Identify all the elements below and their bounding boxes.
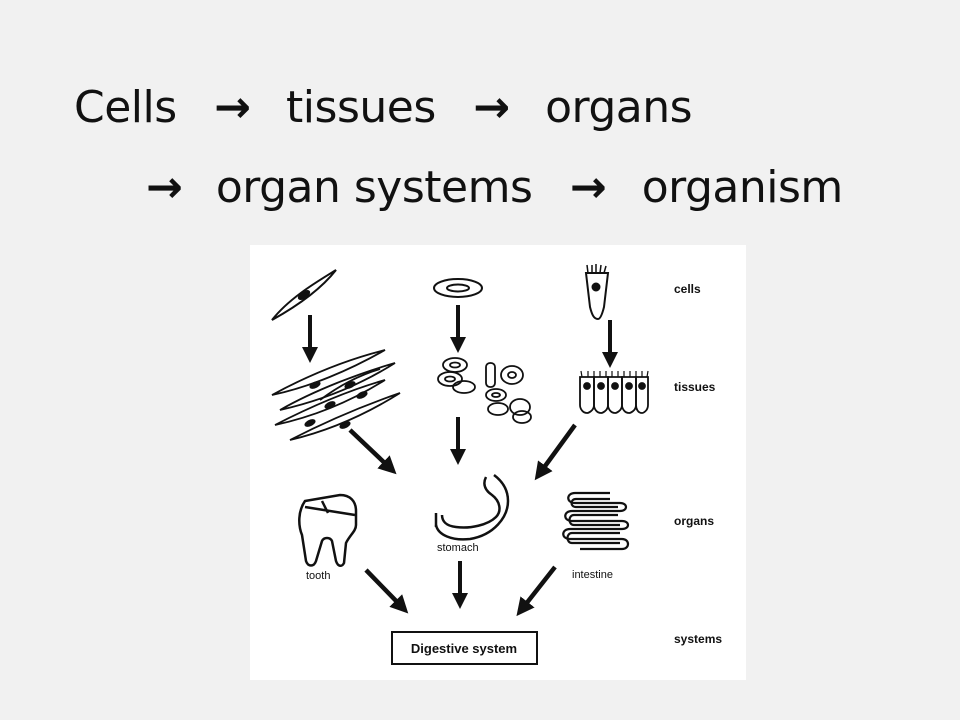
arrow-right-icon: → bbox=[473, 82, 510, 133]
title-tissues: tissues bbox=[286, 82, 436, 133]
title-organ-systems: organ systems bbox=[215, 162, 533, 213]
row-label-cells: cells bbox=[674, 282, 701, 296]
row-label-tissues: tissues bbox=[674, 380, 716, 394]
epithelial-tissue-icon bbox=[437, 357, 532, 424]
caption-tooth: tooth bbox=[306, 570, 330, 582]
digestive-system-label: Digestive system bbox=[411, 641, 517, 656]
arrow-right-icon: → bbox=[146, 162, 183, 213]
row-label-organs: organs bbox=[674, 514, 714, 528]
muscle-cell-icon bbox=[271, 269, 337, 321]
muscle-tissue-icon bbox=[271, 349, 401, 441]
tooth-icon bbox=[298, 493, 358, 567]
title-line-1: Cells → tissues → organs bbox=[74, 82, 693, 133]
title-organs: organs bbox=[545, 82, 693, 133]
columnar-tissue-icon bbox=[579, 370, 649, 414]
hierarchy-diagram: cells tissues organs systems bbox=[271, 264, 722, 665]
arrow-icon bbox=[364, 568, 409, 614]
arrow-icon bbox=[534, 423, 577, 481]
caption-intestine: intestine bbox=[572, 569, 613, 581]
row-label-systems: systems bbox=[674, 632, 722, 646]
epithelial-cell-icon bbox=[433, 278, 483, 298]
title-organism: organism bbox=[641, 162, 844, 213]
title-cells: Cells bbox=[74, 82, 177, 133]
digestive-system-box bbox=[391, 631, 538, 665]
digestive-hierarchy-figure: cells tissues organs systems bbox=[250, 245, 746, 680]
title-line-2: → organ systems → organism bbox=[146, 166, 843, 210]
arrow-right-icon: → bbox=[214, 82, 251, 133]
arrow-icon bbox=[348, 428, 397, 475]
arrow-icon bbox=[516, 565, 557, 617]
stomach-icon bbox=[434, 474, 510, 541]
caption-stomach: stomach bbox=[437, 542, 479, 554]
ciliated-cell-icon bbox=[584, 264, 610, 321]
intestine-icon bbox=[562, 491, 630, 551]
arrow-right-icon: → bbox=[569, 162, 607, 213]
